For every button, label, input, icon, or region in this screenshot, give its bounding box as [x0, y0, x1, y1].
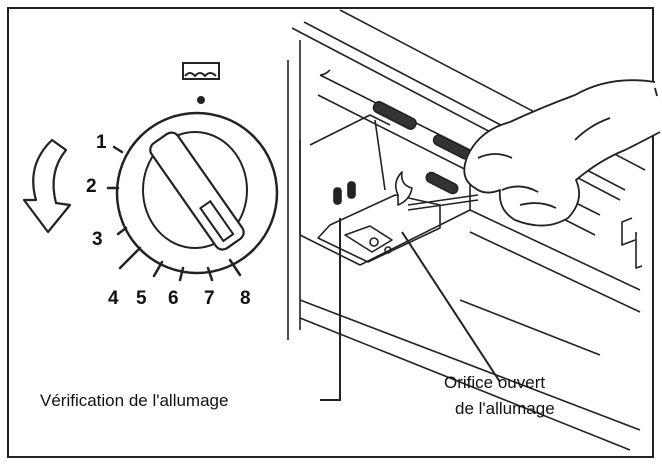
rotate-arrow-icon: [22, 138, 72, 234]
oven-interior-drawing: [287, 9, 646, 451]
hand-drawing: [463, 79, 661, 227]
dial-number-1: 1: [96, 132, 107, 153]
open-orifice-label-line2: de l'allumage: [455, 399, 555, 418]
open-orifice-label-line1: Orifice ouvert: [444, 373, 545, 392]
dial-number-4: 4: [108, 288, 119, 309]
oven-grill-icon: [182, 62, 220, 104]
control-dial: [106, 111, 279, 282]
dial-number-8: 8: [240, 288, 251, 309]
dial-number-2: 2: [86, 176, 97, 197]
dial-number-5: 5: [136, 288, 147, 309]
dial-numbers: 1 2 3 4 5 6 7 8: [86, 132, 251, 309]
dial-number-3: 3: [92, 229, 103, 250]
dial-number-7: 7: [204, 288, 215, 309]
frame-border: [7, 7, 654, 458]
callout-lines: [320, 218, 501, 401]
ignition-check-label: Vérification de l'allumage: [40, 391, 228, 410]
dial-number-6: 6: [168, 288, 179, 309]
